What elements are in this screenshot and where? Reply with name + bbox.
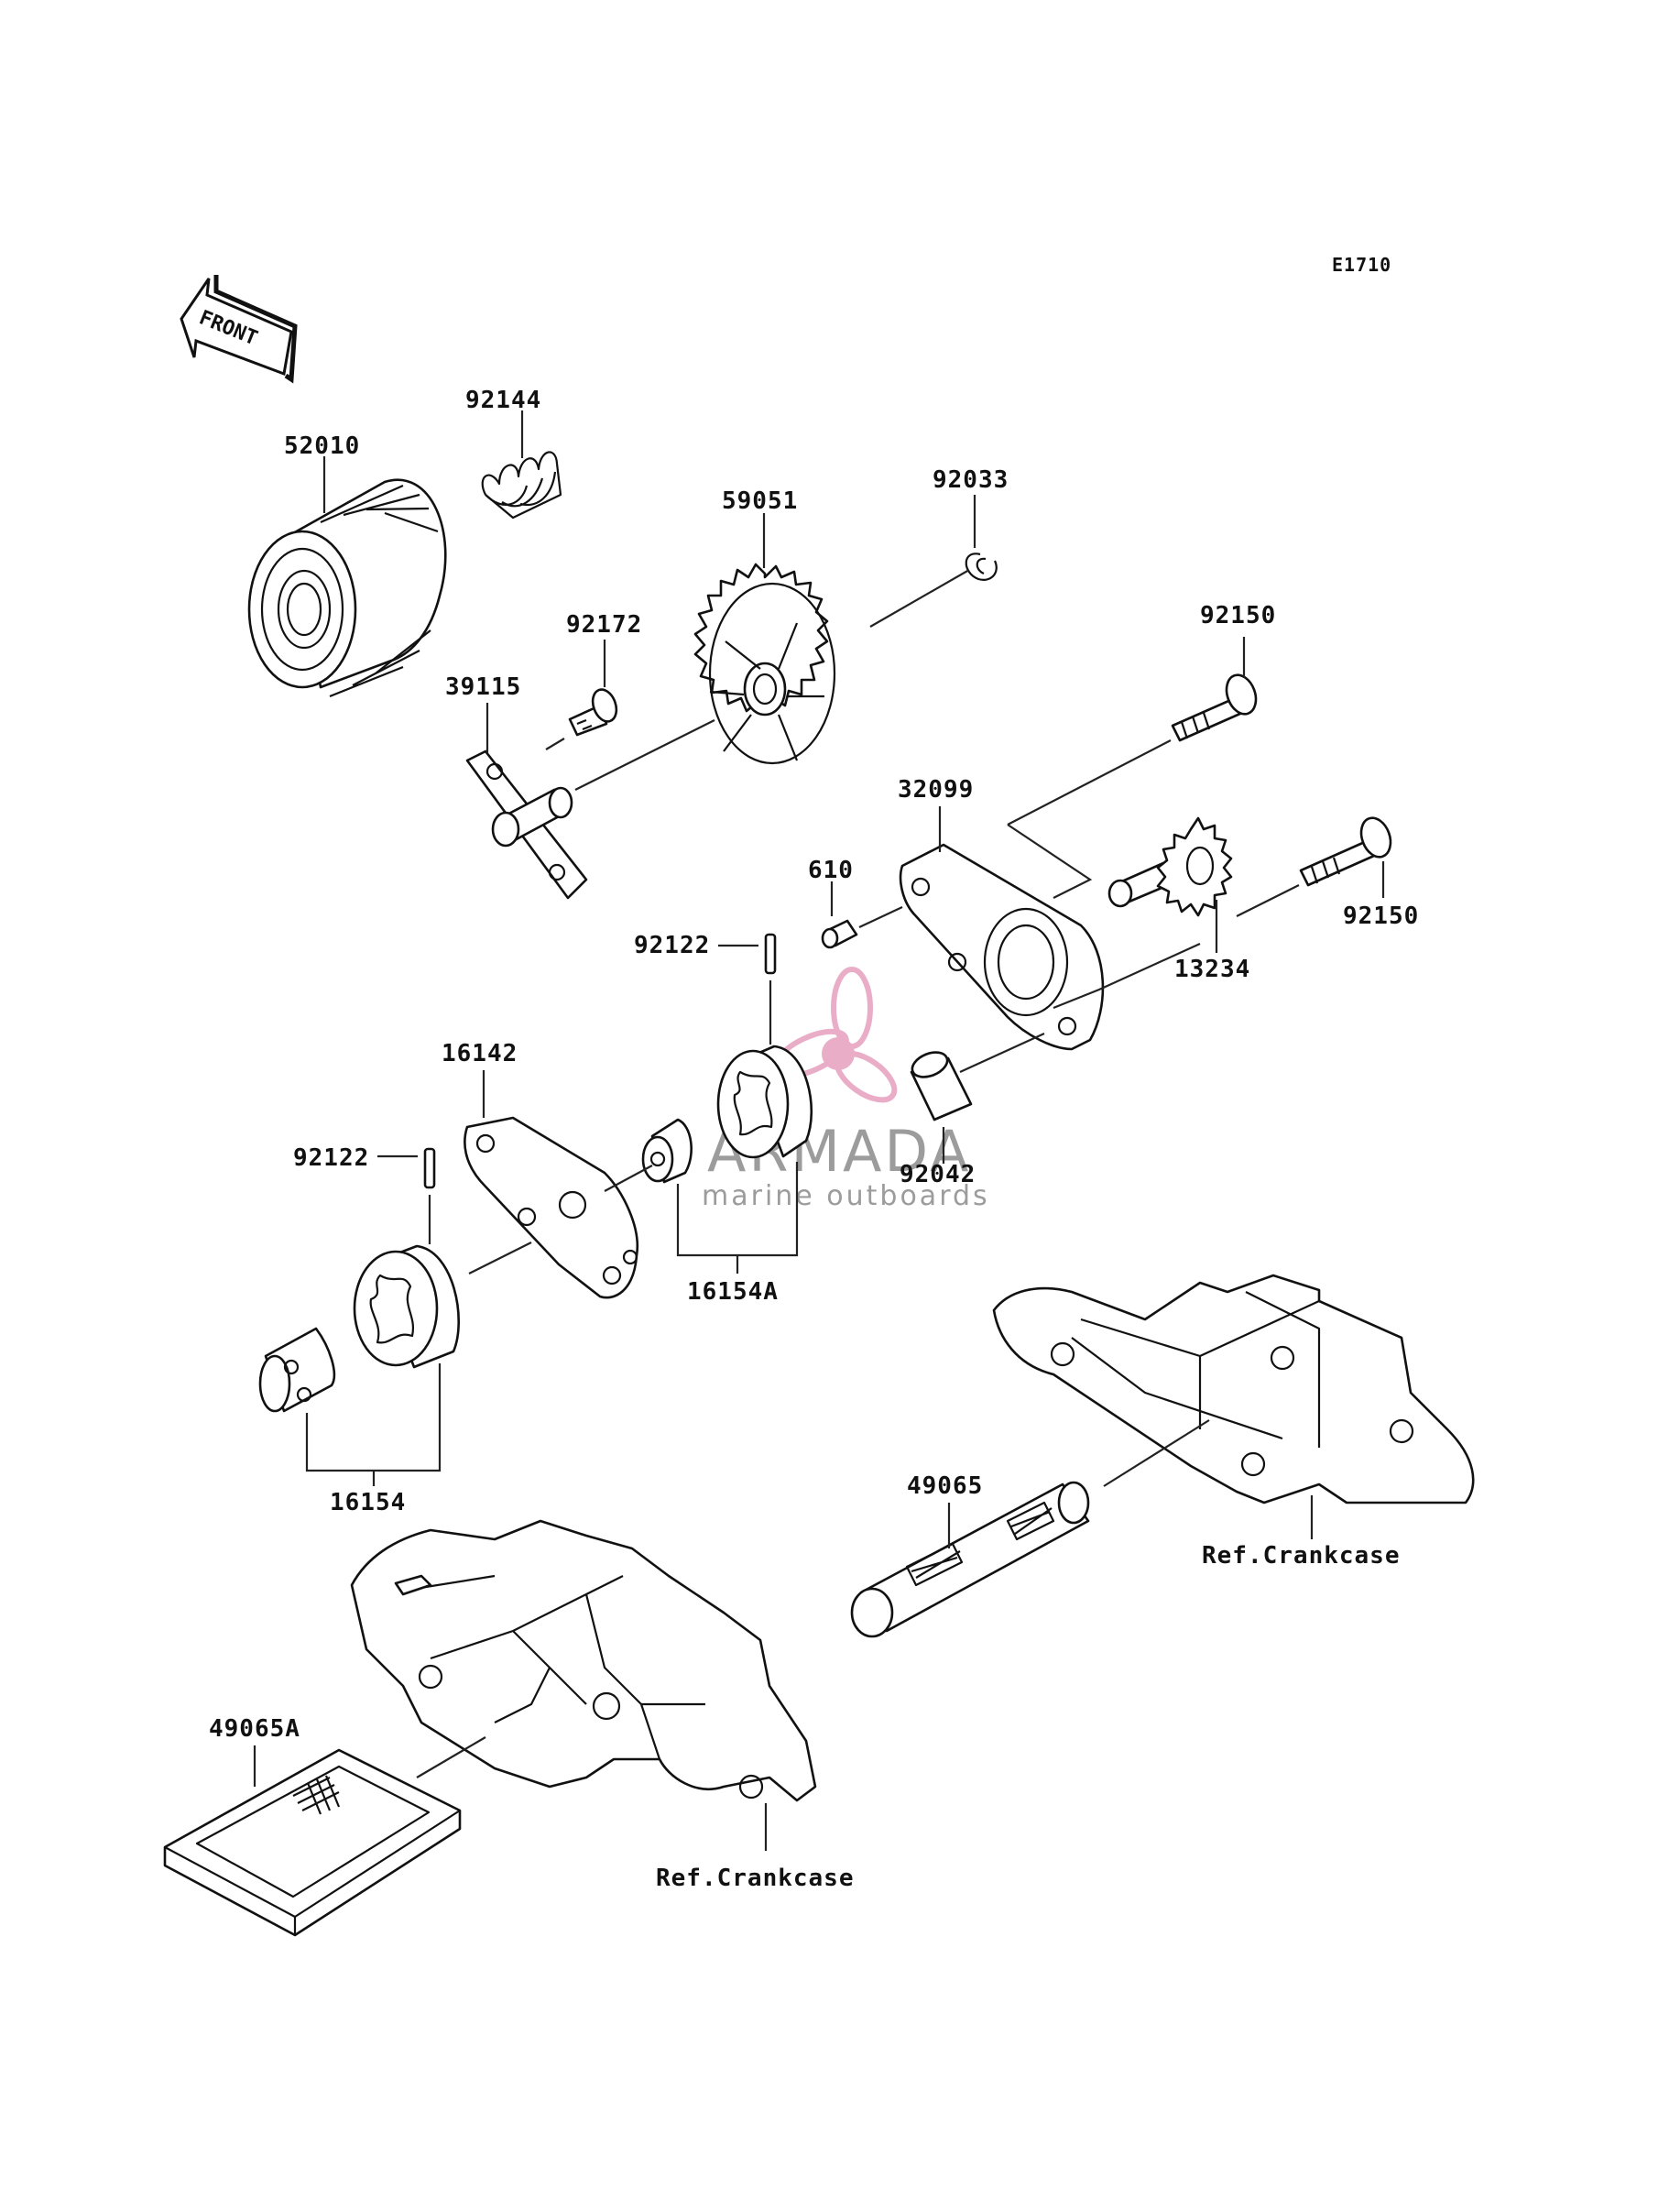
label-52010: 52010 [284,432,360,460]
oil-filter [247,478,447,698]
label-92042: 92042 [900,1161,976,1188]
label-610: 610 [808,857,854,884]
dowel-pin [821,919,858,949]
label-13234: 13234 [1174,956,1250,983]
label-39115: 39115 [445,673,521,701]
diagram-code: E1710 [1332,254,1391,276]
roll-pin-upper [764,933,777,975]
pump-body [899,843,1105,1051]
pump-cover-plate [464,1116,639,1299]
label-16154A: 16154A [687,1278,779,1306]
label-92172: 92172 [566,611,642,639]
label-16142: 16142 [442,1040,518,1067]
bolt-right [1299,816,1392,887]
inner-rotor-upper [641,1118,693,1184]
crankcase-bottom [350,1519,817,1802]
inner-rotor-lower [258,1327,336,1413]
label-49065: 49065 [907,1472,983,1500]
oil-screen [163,1748,462,1937]
drive-gear [693,563,836,765]
label-92122-upper: 92122 [634,932,710,959]
spring [481,451,562,520]
label-92144: 92144 [465,387,541,414]
ref-crankcase-right: Ref.Crankcase [1202,1542,1401,1570]
label-59051: 59051 [722,487,798,515]
outer-rotor-upper [716,1045,813,1159]
screw [568,688,618,737]
circlip [965,552,998,581]
sleeve [910,1051,973,1121]
label-92122-lower: 92122 [293,1144,369,1172]
label-92150-top: 92150 [1200,602,1276,629]
label-49065A: 49065A [209,1715,300,1743]
label-32099: 32099 [898,776,974,804]
ref-crankcase-bottom: Ref.Crankcase [656,1865,855,1892]
roll-pin-lower [423,1147,436,1189]
label-92033: 92033 [933,466,1009,494]
label-16154: 16154 [330,1489,406,1516]
bolt-top [1171,673,1258,742]
oil-strainer [850,1481,1090,1638]
label-92150-right: 92150 [1343,903,1419,930]
pump-gear [1107,816,1233,917]
shaft-plate [465,749,588,900]
crankcase-right [992,1274,1475,1504]
outer-rotor-lower [353,1244,460,1369]
watermark-tagline: marine outboards [702,1180,990,1212]
front-arrow-icon: FRONT [180,275,298,384]
